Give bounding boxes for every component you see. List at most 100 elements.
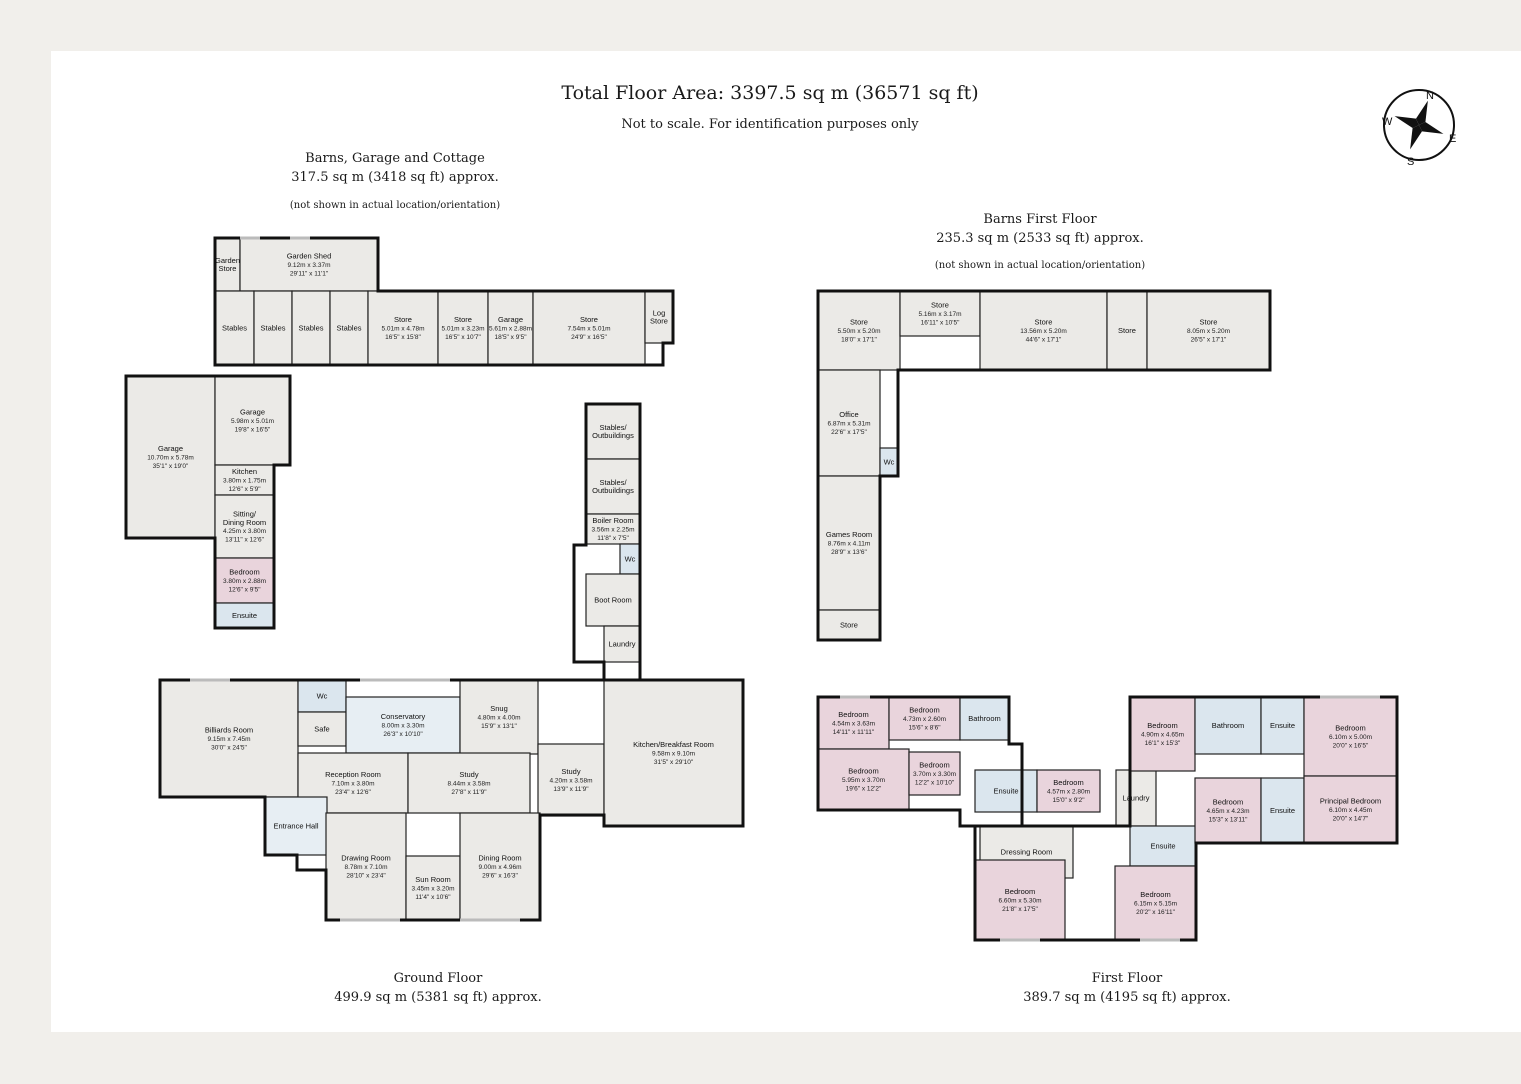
room-drawing-room <box>325 812 407 921</box>
room-dims-garage-small: 5.61m x 2.88m <box>489 326 532 333</box>
barns-first-area: 235.3 sq m (2533 sq ft) approx. <box>936 231 1144 246</box>
room-label-billiards: Billiards Room <box>205 726 253 735</box>
room-label-garden-store: Garden <box>215 256 240 265</box>
room-label-safe: Safe <box>314 725 329 734</box>
room-label-store-b1: Store <box>394 315 412 324</box>
room-label-log-store: Log <box>653 308 666 317</box>
room-dims-ff-bed-3: 19'6" x 12'2" <box>846 785 882 792</box>
room-dims-ff-bed-9: 20'0" x 16'5" <box>1333 742 1369 749</box>
room-stables-out-2 <box>585 458 641 515</box>
room-bf-games <box>817 475 881 611</box>
room-label-cottage-kitchen: Kitchen <box>232 467 257 476</box>
room-label-ff-bed-1: Bedroom <box>838 710 868 719</box>
room-dims-ff-bed-8: 16'1" x 15'3" <box>1145 740 1181 747</box>
room-dims-billiards: 9.15m x 7.45m <box>208 736 251 743</box>
room-label-laundry-g: Laundry <box>608 640 635 649</box>
room-dims-garage-mid: 5.98m x 5.01m <box>231 418 274 425</box>
room-label-stables-2: Stables <box>260 324 285 333</box>
room-label-bf-office: Office <box>839 410 858 419</box>
room-kitchen-breakfast <box>603 679 744 827</box>
room-dims-kitchen-breakfast: 9.58m x 9.10m <box>652 751 695 758</box>
room-label-cottage-sitting: Sitting/ <box>233 509 257 518</box>
room-dims-cottage-sitting: 4.25m x 3.80m <box>223 528 266 535</box>
room-garage-large <box>125 375 216 539</box>
room-label-bf-wc: Wc <box>884 458 895 467</box>
compass-w: W <box>1382 116 1393 128</box>
room-label-wc-boot: Wc <box>625 555 636 564</box>
ground-floor-area: 499.9 sq m (5381 sq ft) approx. <box>334 990 542 1005</box>
room-dims-dining-room: 29'6" x 16'3" <box>482 872 518 879</box>
room-store-b3 <box>532 290 646 366</box>
disclaimer: Not to scale. For identification purpose… <box>621 117 919 132</box>
room-dims-sun-room: 11'4" x 10'6" <box>415 894 451 901</box>
room-dims-snug: 15'9" x 13'1" <box>481 723 517 730</box>
room-dims-ff-principal: 6.10m x 4.45m <box>1329 807 1372 814</box>
room-dims-ff-bed-1: 14'11" x 11'11" <box>833 729 875 736</box>
room-bf-store-2 <box>899 290 981 337</box>
room-dims-garage-large: 10.70m x 5.78m <box>147 455 194 462</box>
room-dims-bf-store-5: 26'5" x 17'1" <box>1191 336 1227 343</box>
room-stables-3 <box>291 290 331 366</box>
barns-first-note: (not shown in actual location/orientatio… <box>934 260 1146 271</box>
room-ff-ensuite-1 <box>974 769 1038 813</box>
room-label-ff-ensuite-4: Ensuite <box>1270 806 1295 815</box>
room-dims-bf-store-1: 18'0" x 17'1" <box>841 336 877 343</box>
room-stables-out-1 <box>585 403 641 460</box>
room-dims-garage-mid: 19'8" x 16'5" <box>235 426 271 433</box>
room-label-ff-bed-3: Bedroom <box>848 767 878 776</box>
room-dims-study-1: 8.44m x 3.58m <box>448 781 491 788</box>
room-dims-store-b3: 7.54m x 5.01m <box>568 326 611 333</box>
room-ff-bed-4 <box>908 751 961 796</box>
room-dims-ff-bed-2: 15'6" x 8'6" <box>908 724 941 731</box>
room-stables-2 <box>253 290 293 366</box>
room-dims-ff-principal: 20'0" x 14'7" <box>1333 815 1369 822</box>
room-store-b2 <box>437 290 489 366</box>
room-dims-bf-store-3: 44'6" x 17'1" <box>1026 336 1062 343</box>
room-label-conservatory: Conservatory <box>381 712 426 721</box>
room-label-entrance-hall: Entrance Hall <box>273 822 318 831</box>
room-dims-bf-office: 22'6" x 17'5" <box>831 429 867 436</box>
room-label-ff-dressing: Dressing Room <box>1001 848 1053 857</box>
room-dims-cottage-sitting: 13'11" x 12'6" <box>225 537 264 544</box>
room-dims-drawing-room: 8.78m x 7.10m <box>345 864 388 871</box>
first-floor-title: First Floor <box>1091 971 1163 986</box>
room-label-ff-ensuite-1: Ensuite <box>993 787 1018 796</box>
room-ff-principal <box>1303 775 1398 844</box>
rooms-layer <box>125 237 1398 941</box>
room-dims-drawing-room: 28'10" x 23'4" <box>346 872 386 879</box>
room-label-ff-bed-6: Bedroom <box>1005 887 1035 896</box>
room-label-cottage-sitting: Dining Room <box>223 518 266 527</box>
room-label-bf-games: Games Room <box>826 530 872 539</box>
room-dims-conservatory: 8.00m x 3.30m <box>382 723 425 730</box>
room-dims-kitchen-breakfast: 31'5" x 29'10" <box>654 759 694 766</box>
room-dims-boiler-room: 11'8" x 7'5" <box>597 535 629 542</box>
room-cottage-ensuite <box>214 602 275 629</box>
room-dims-cottage-kitchen: 3.80m x 1.75m <box>223 478 266 485</box>
room-dims-billiards: 30'0" x 24'5" <box>211 744 247 751</box>
first-floor-area: 389.7 sq m (4195 sq ft) approx. <box>1023 990 1231 1005</box>
room-dims-ff-bed-1: 4.54m x 3.63m <box>832 721 875 728</box>
room-log-store <box>644 290 674 344</box>
room-label-cottage-ensuite: Ensuite <box>232 611 257 620</box>
room-dims-cottage-bedroom: 12'6" x 9'5" <box>228 586 261 593</box>
room-label-store-b2: Store <box>454 315 472 324</box>
room-label-ff-bath-2: Bathroom <box>1212 721 1245 730</box>
room-label-kitchen-breakfast: Kitchen/Breakfast Room <box>633 740 714 749</box>
room-label-ff-bed-2: Bedroom <box>909 706 939 715</box>
room-dims-garage-small: 18'5" x 9'5" <box>494 334 527 341</box>
room-label-ff-ensuite-3: Ensuite <box>1270 721 1295 730</box>
room-sun-room <box>405 855 461 921</box>
room-bf-store-4 <box>1106 290 1148 371</box>
room-label-ff-laundry: Laundry <box>1122 794 1149 803</box>
room-dims-ff-bed-5: 15'0" x 9'2" <box>1052 797 1085 804</box>
room-dims-garden-shed: 29'11" x 11'1" <box>290 270 329 277</box>
room-dims-snug: 4.80m x 4.00m <box>478 715 521 722</box>
total-area-title: Total Floor Area: 3397.5 sq m (36571 sq … <box>561 82 979 104</box>
room-label-reception: Reception Room <box>325 770 381 779</box>
room-garage-small <box>487 290 534 366</box>
room-dims-conservatory: 26'3" x 10'10" <box>383 731 423 738</box>
room-dims-bf-store-2: 5.16m x 3.17m <box>919 311 962 318</box>
barns-first-title: Barns First Floor <box>983 212 1097 227</box>
room-label-ff-bed-9: Bedroom <box>1335 724 1365 733</box>
